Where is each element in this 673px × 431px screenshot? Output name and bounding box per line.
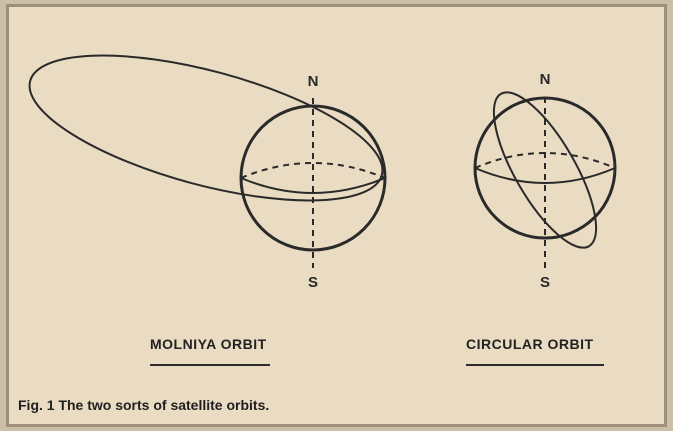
circular-south-label: S <box>540 274 550 291</box>
molniya-diagram: N S <box>28 54 387 291</box>
molniya-orbit-label: MOLNIYA ORBIT <box>150 336 267 352</box>
circular-orbit-ellipse <box>492 91 598 249</box>
circular-diagram: N S <box>473 71 617 291</box>
circular-equator-front <box>474 167 616 184</box>
molniya-orbit-ellipse <box>28 54 384 202</box>
molniya-north-label: N <box>308 73 319 90</box>
molniya-south-label: S <box>308 274 318 291</box>
figure-caption: Fig. 1 The two sorts of satellite orbits… <box>18 397 270 413</box>
circular-orbit-label: CIRCULAR ORBIT <box>466 336 594 352</box>
molniya-equator-front <box>240 177 386 194</box>
circular-north-label: N <box>540 71 551 88</box>
circular-label-underline <box>466 364 604 366</box>
circular-equator-back <box>474 152 616 169</box>
figure-panel <box>6 4 667 427</box>
molniya-label-underline <box>150 364 270 366</box>
